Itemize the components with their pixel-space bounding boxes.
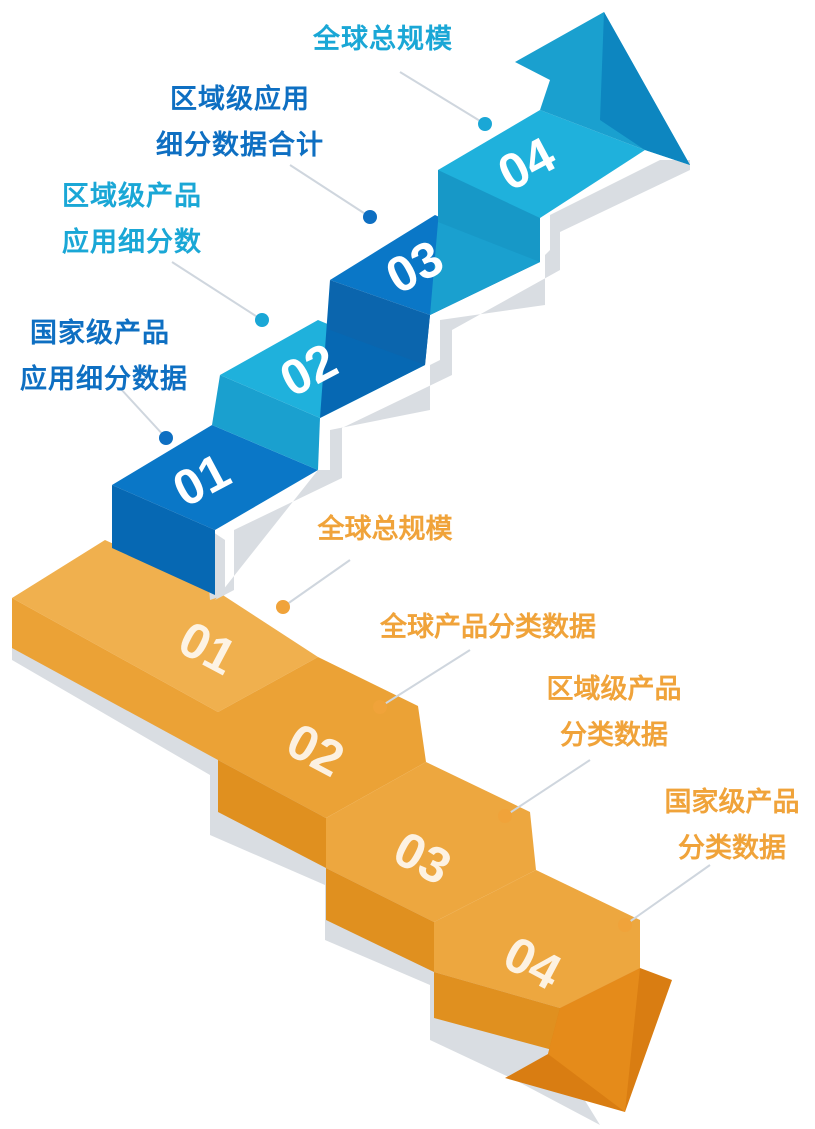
blue-label-3-line2: 细分数据合计 bbox=[156, 129, 324, 160]
blue-dots bbox=[159, 117, 492, 445]
blue-dot-3 bbox=[363, 210, 377, 224]
blue-step-03-riser bbox=[320, 280, 430, 418]
blue-dot-2 bbox=[255, 313, 269, 327]
orange-label-1-line1: 全球总规模 bbox=[317, 513, 453, 544]
orange-step-02-top bbox=[218, 657, 426, 818]
blue-step-01-front bbox=[112, 485, 215, 595]
orange-step-01-front bbox=[12, 598, 218, 760]
blue-step-03-front bbox=[330, 280, 430, 365]
orange-dot-4 bbox=[618, 918, 632, 932]
orange-labels: 全球总规模 全球产品分类数据 区域级产品 分类数据 国家级产品 分类数据 bbox=[317, 513, 800, 863]
orange-label-4-line1: 国家级产品 bbox=[665, 786, 800, 817]
blue-dot-1 bbox=[159, 431, 173, 445]
blue-dot-4 bbox=[478, 117, 492, 131]
blue-step-02-riser bbox=[212, 375, 320, 470]
orange-label-4-line2: 分类数据 bbox=[678, 833, 786, 863]
orange-label-3-line1: 区域级产品 bbox=[547, 673, 682, 704]
blue-label-1-line1: 国家级产品 bbox=[30, 317, 170, 348]
blue-labels: 国家级产品 应用细分数据 区域级产品 应用细分数 区域级应用 细分数据合计 全球… bbox=[20, 23, 453, 394]
orange-connectors bbox=[282, 559, 711, 926]
blue-label-1-line2: 应用细分数据 bbox=[20, 363, 188, 394]
orange-dots bbox=[276, 600, 632, 932]
orange-step-03-top bbox=[326, 762, 536, 922]
orange-step-01-top bbox=[12, 540, 318, 712]
orange-staircase bbox=[12, 540, 672, 1125]
orange-step-04-front bbox=[434, 972, 560, 1052]
orange-label-2-line1: 全球产品分类数据 bbox=[379, 611, 596, 642]
blue-arrowhead-shade bbox=[600, 12, 690, 165]
blue-connectors bbox=[119, 71, 486, 439]
blue-label-4-line1: 全球总规模 bbox=[312, 23, 453, 54]
blue-step-01-top bbox=[112, 425, 318, 530]
orange-dot-3 bbox=[498, 809, 512, 823]
blue-step-04-top bbox=[438, 110, 645, 222]
orange-dot-2 bbox=[373, 700, 387, 714]
blue-step-04-front bbox=[438, 170, 540, 262]
orange-step-04-top bbox=[434, 870, 640, 1008]
orange-step-03-front bbox=[326, 868, 434, 972]
orange-arrowhead-highlight bbox=[548, 968, 640, 1112]
orange-step-02-front bbox=[218, 760, 326, 868]
orange-label-3-line2: 分类数据 bbox=[560, 720, 668, 750]
blue-label-2-line1: 区域级产品 bbox=[62, 180, 202, 211]
blue-label-2-line2: 应用细分数 bbox=[62, 226, 202, 257]
blue-label-3-line1: 区域级应用 bbox=[170, 83, 310, 114]
orange-dot-1 bbox=[276, 600, 290, 614]
blue-staircase bbox=[112, 12, 690, 600]
